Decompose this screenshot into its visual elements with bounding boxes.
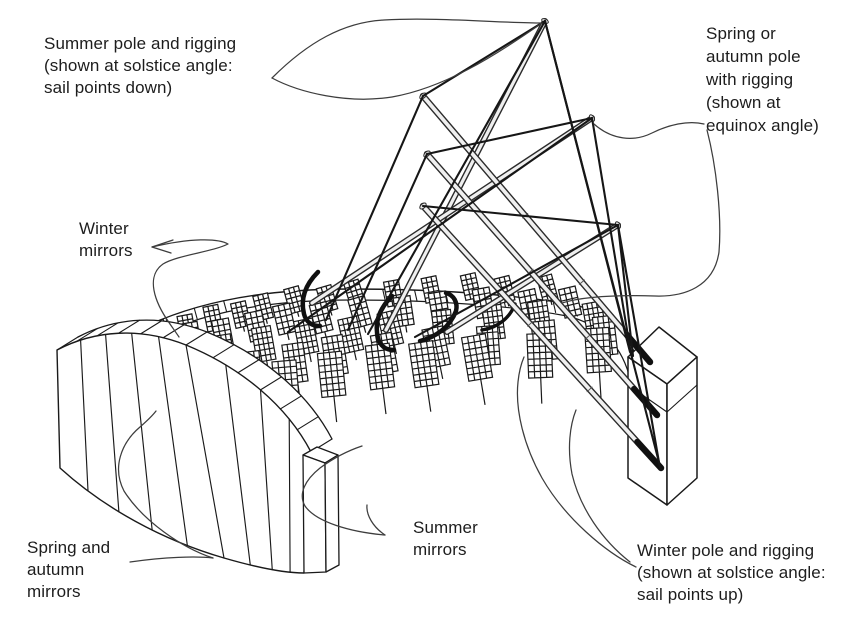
mirror-panel <box>460 333 494 405</box>
pole-tubes <box>419 92 665 472</box>
label-winter-mirrors: Winter mirrors <box>79 219 133 260</box>
label-spring-autumn-mirrors: Spring and autumn mirrors <box>27 538 111 601</box>
leader-lines <box>117 18 721 568</box>
mirror-panel <box>526 332 554 404</box>
label-summer-pole: Summer pole and rigging (shown at solsti… <box>44 34 237 97</box>
rigging-lines <box>286 19 663 472</box>
mirror-panel <box>364 342 396 415</box>
front-wall <box>56 319 340 574</box>
label-winter-pole: Winter pole and rigging (shown at solsti… <box>637 541 826 604</box>
label-spring-autumn-pole: Spring or autumn pole with rigging (show… <box>706 24 819 135</box>
label-summer-mirrors: Summer mirrors <box>413 518 478 559</box>
mirror-panel <box>347 294 373 333</box>
mirror-panel <box>407 339 440 412</box>
anchor-pillar <box>627 326 698 506</box>
mirror-panel <box>316 350 347 423</box>
